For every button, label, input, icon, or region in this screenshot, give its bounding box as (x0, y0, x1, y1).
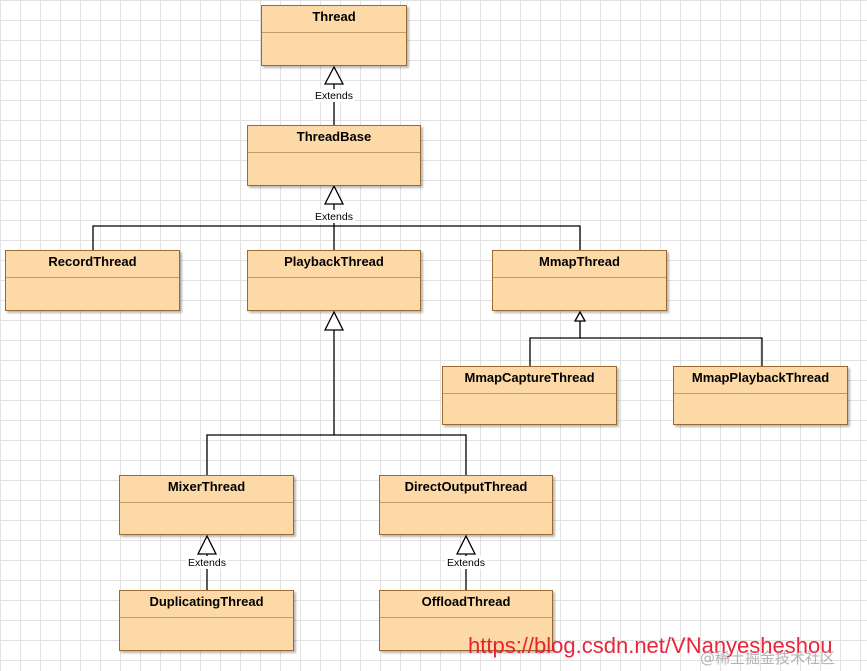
class-name: Thread (262, 6, 406, 33)
class-mmapthread[interactable]: MmapThread (492, 250, 667, 311)
class-mmapplaybackthread[interactable]: MmapPlaybackThread (673, 366, 848, 425)
edge-bus-threadbase (92, 225, 581, 250)
class-name: DirectOutputThread (380, 476, 552, 503)
class-name: PlaybackThread (248, 251, 420, 278)
watermark-url: https://blog.csdn.net/VNanyesheshou (468, 633, 833, 658)
watermark-community: @稀土掘金技术社区 (700, 649, 836, 667)
class-name: MmapThread (493, 251, 666, 278)
class-mixerthread[interactable]: MixerThread (119, 475, 294, 535)
class-recordthread[interactable]: RecordThread (5, 250, 180, 311)
class-offloadthread[interactable]: OffloadThread (379, 590, 553, 651)
class-threadbase[interactable]: ThreadBase (247, 125, 421, 186)
class-duplicatingthread[interactable]: DuplicatingThread (119, 590, 294, 651)
arrowhead-mmapthread (573, 310, 587, 322)
class-name: DuplicatingThread (120, 591, 293, 618)
edge-label-extends: Extends (188, 557, 226, 569)
class-directoutputthread[interactable]: DirectOutputThread (379, 475, 553, 535)
class-name: MixerThread (120, 476, 293, 503)
edge-label-extends: Extends (315, 90, 353, 102)
arrowhead-mixerthread (196, 534, 218, 555)
arrowhead-thread (323, 65, 345, 85)
class-name: MmapCaptureThread (443, 367, 616, 394)
class-playbackthread[interactable]: PlaybackThread (247, 250, 421, 311)
edge-bus-mmap (529, 337, 763, 366)
arrowhead-playbackthread (323, 310, 345, 331)
class-mmapcapturethread[interactable]: MmapCaptureThread (442, 366, 617, 425)
edge-bus-playback (206, 434, 467, 475)
class-name: ThreadBase (248, 126, 420, 153)
edge-label-extends: Extends (315, 211, 353, 223)
arrowhead-threadbase (323, 184, 345, 205)
class-thread[interactable]: Thread (261, 5, 407, 66)
edge-label-extends: Extends (447, 557, 485, 569)
class-name: RecordThread (6, 251, 179, 278)
class-name: OffloadThread (380, 591, 552, 618)
class-name: MmapPlaybackThread (674, 367, 847, 394)
arrowhead-directoutputthread (455, 534, 477, 555)
